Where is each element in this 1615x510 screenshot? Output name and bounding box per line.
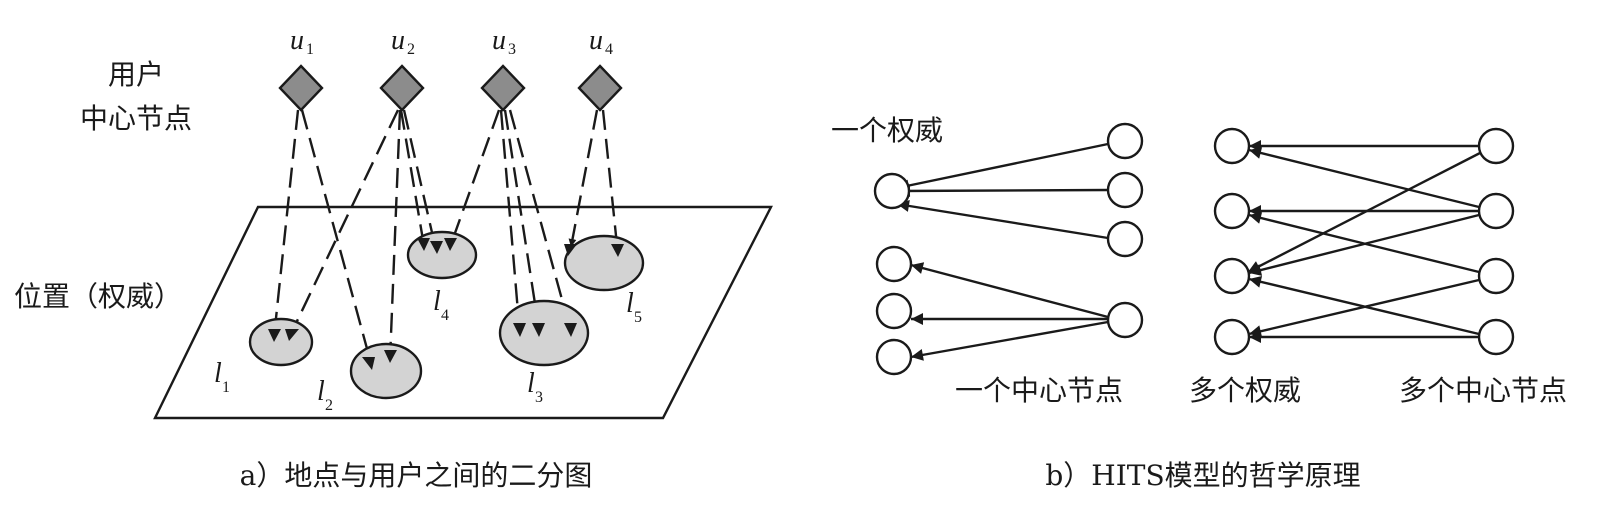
arrowhead-l1-b bbox=[285, 329, 299, 341]
many-hub-node-4 bbox=[1477, 318, 1515, 356]
arrowhead-l4-c bbox=[444, 238, 457, 251]
user-label-u3-letter: u bbox=[492, 25, 506, 56]
edge-u4-l3 bbox=[568, 109, 599, 248]
location-label-l4-letter: l bbox=[433, 286, 441, 317]
user-node-u2 bbox=[379, 64, 425, 112]
user-location-edges bbox=[270, 109, 622, 368]
plane-label: 位置（权威） bbox=[14, 280, 182, 313]
user-label-u4-index: 4 bbox=[605, 41, 613, 58]
edge-u1-l1 bbox=[270, 109, 300, 338]
location-label-l1-index: 1 bbox=[222, 379, 230, 396]
edge-hub-bottom-3 bbox=[910, 320, 1109, 361]
panel-a-bipartite-graph: u 1 u 2 u 3 u 4 l 1 l 2 l 3 l 4 l 5 用户 中… bbox=[14, 25, 773, 492]
location-label-l2-letter: l bbox=[317, 376, 325, 407]
user-label-u4-letter: u bbox=[589, 25, 603, 56]
location-label-l5-index: 5 bbox=[634, 309, 642, 326]
user-node-u1 bbox=[278, 64, 324, 112]
location-node-l5 bbox=[563, 234, 645, 292]
one-hub-group bbox=[875, 245, 1144, 376]
arrowhead-l5-b bbox=[611, 244, 624, 257]
many-authority-node-3 bbox=[1213, 257, 1251, 295]
arrowhead-l1-a bbox=[268, 329, 281, 342]
user-label-u2-letter: u bbox=[391, 25, 405, 56]
panel-b-hits-principle: 一个权威 一个中心节点 bbox=[831, 114, 1567, 492]
user-node-u4 bbox=[577, 64, 623, 112]
caption-b: b）HITS模型的哲学原理 bbox=[1045, 459, 1360, 492]
arrowhead-l2-b bbox=[384, 350, 397, 363]
user-node-u3 bbox=[480, 64, 526, 112]
location-label-l5-letter: l bbox=[626, 288, 634, 319]
edge-u3-l3b bbox=[503, 109, 543, 337]
hub-node-single bbox=[1106, 301, 1144, 339]
location-node-l1 bbox=[248, 317, 314, 367]
hub-label-line2: 中心节点 bbox=[80, 102, 192, 135]
edge-u3-l3c bbox=[508, 109, 574, 337]
arrowhead-l4-a bbox=[417, 238, 430, 251]
user-label-u1-letter: u bbox=[290, 25, 304, 56]
many-authority-node-4 bbox=[1213, 318, 1251, 356]
edge-u1-l2 bbox=[300, 109, 374, 368]
authority-node-bottom-1 bbox=[875, 245, 913, 283]
hub-node-top-3 bbox=[1106, 220, 1144, 258]
edge-mh4-ma3 bbox=[1248, 275, 1480, 336]
location-labels: l 1 l 2 l 3 l 4 l 5 bbox=[214, 286, 642, 414]
many-hub-node-2 bbox=[1477, 192, 1515, 230]
one-authority-group bbox=[873, 122, 1144, 258]
location-label-l1-letter: l bbox=[214, 358, 222, 389]
many-authority-node-2 bbox=[1213, 192, 1251, 230]
arrowhead-l2-a bbox=[362, 357, 375, 370]
edge-u4-l5 bbox=[601, 109, 622, 256]
label-many-hubs: 多个中心节点 bbox=[1399, 374, 1567, 407]
location-label-l3-index: 3 bbox=[535, 389, 543, 406]
user-label-u1-index: 1 bbox=[306, 41, 314, 58]
edge-mh1-ma3 bbox=[1247, 151, 1481, 274]
authority-node-single bbox=[873, 172, 911, 210]
arrowhead-l3-a bbox=[513, 323, 526, 337]
edge-u2-l4b bbox=[402, 109, 439, 251]
edge-hub-top-2 bbox=[897, 184, 1109, 197]
label-one-authority: 一个权威 bbox=[831, 114, 943, 147]
location-label-l3-letter: l bbox=[527, 368, 535, 399]
location-label-l2-index: 2 bbox=[325, 397, 333, 414]
many-to-many-group bbox=[1213, 127, 1515, 356]
user-label-u2-index: 2 bbox=[407, 41, 415, 58]
user-label-u3-index: 3 bbox=[508, 41, 516, 58]
edge-u2-l2 bbox=[386, 109, 402, 361]
hub-node-top-1 bbox=[1106, 122, 1144, 160]
user-nodes bbox=[278, 64, 623, 112]
label-one-hub: 一个中心节点 bbox=[955, 374, 1123, 407]
arrowhead-l5-a bbox=[564, 244, 577, 256]
edge-u2-l4a bbox=[399, 109, 427, 247]
arrowhead-l4-b bbox=[430, 241, 443, 254]
edge-u3-l4 bbox=[448, 109, 501, 248]
many-hub-node-1 bbox=[1477, 127, 1515, 165]
authority-node-bottom-3 bbox=[875, 338, 913, 376]
arrowhead-l3-c bbox=[564, 323, 577, 337]
edge-hub-top-1 bbox=[896, 142, 1109, 192]
many-hub-node-3 bbox=[1477, 257, 1515, 295]
caption-a: a）地点与用户之间的二分图 bbox=[240, 459, 593, 492]
location-nodes bbox=[248, 230, 645, 400]
hub-label-line1: 用户 bbox=[108, 58, 164, 91]
edge-mh2-ma1 bbox=[1248, 147, 1480, 209]
hub-node-top-2 bbox=[1106, 171, 1144, 209]
edge-u3-l3a bbox=[499, 109, 524, 337]
many-authority-node-1 bbox=[1213, 127, 1251, 165]
edge-hub-bottom-1 bbox=[910, 262, 1109, 319]
edge-arrowheads bbox=[268, 238, 624, 370]
user-labels: u 1 u 2 u 3 u 4 bbox=[290, 25, 613, 58]
edge-mh3-ma2 bbox=[1248, 212, 1480, 274]
location-label-l4-index: 4 bbox=[441, 307, 449, 324]
location-node-l3 bbox=[498, 299, 590, 367]
edge-u2-l1 bbox=[286, 109, 400, 341]
arrowhead-l3-b bbox=[532, 323, 545, 337]
authority-node-bottom-2 bbox=[875, 292, 913, 330]
label-many-authorities: 多个权威 bbox=[1189, 374, 1301, 407]
edge-hub-top-3 bbox=[896, 199, 1109, 240]
